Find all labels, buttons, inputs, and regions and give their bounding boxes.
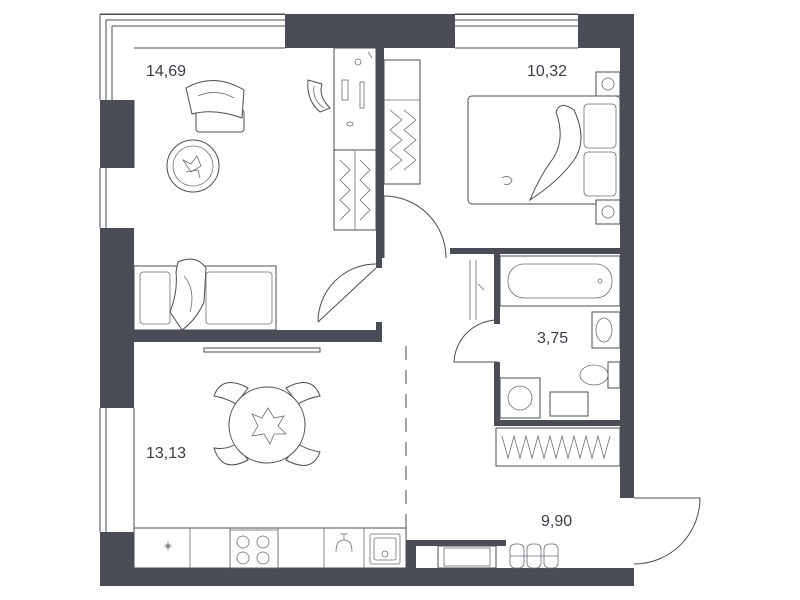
faucet-icon: [335, 533, 353, 553]
wardrobe-icon: [333, 149, 377, 231]
dining-table-icon: [213, 382, 321, 466]
stove-icon: [229, 529, 279, 569]
room-area-bathroom: 3,75: [537, 330, 568, 347]
lamp-icon: [595, 199, 621, 225]
room-area-hallway: 9,90: [541, 513, 572, 530]
exterior-walls: [99, 13, 634, 586]
room-area-bedroom: 10,32: [527, 63, 567, 80]
washing-machine-icon: [499, 377, 541, 419]
shoe-cabinet-icon: [437, 545, 497, 569]
bedroom: [383, 59, 621, 225]
bench-icon: [509, 543, 559, 569]
wardrobe-icon: [495, 427, 621, 467]
living-room: [133, 47, 377, 331]
toilet-icon: [579, 361, 621, 389]
desk-icon: [307, 47, 377, 151]
sofa-icon: [133, 258, 277, 331]
hallway: [437, 427, 621, 569]
sink-icon: [591, 311, 621, 349]
tv-icon: [203, 347, 321, 353]
lamp-icon: [595, 71, 621, 97]
bed-icon: [467, 95, 621, 205]
room-area-kitchen: 13,13: [146, 445, 186, 462]
wardrobe-icon: [383, 59, 421, 185]
armchair-icon: [185, 79, 245, 133]
area-labels: 14,69 10,32 3,75 13,13 9,90: [146, 63, 572, 530]
room-area-living: 14,69: [146, 63, 186, 80]
plant-icon: [166, 139, 220, 193]
sink-icon: [369, 533, 401, 565]
cabinet: [549, 391, 589, 417]
bathroom: [469, 255, 621, 419]
interior-walls: [134, 48, 620, 568]
bathtub-icon: [499, 255, 621, 307]
doors: [317, 195, 701, 565]
kitchen: [133, 347, 407, 569]
kitchen-counter: [133, 527, 407, 569]
